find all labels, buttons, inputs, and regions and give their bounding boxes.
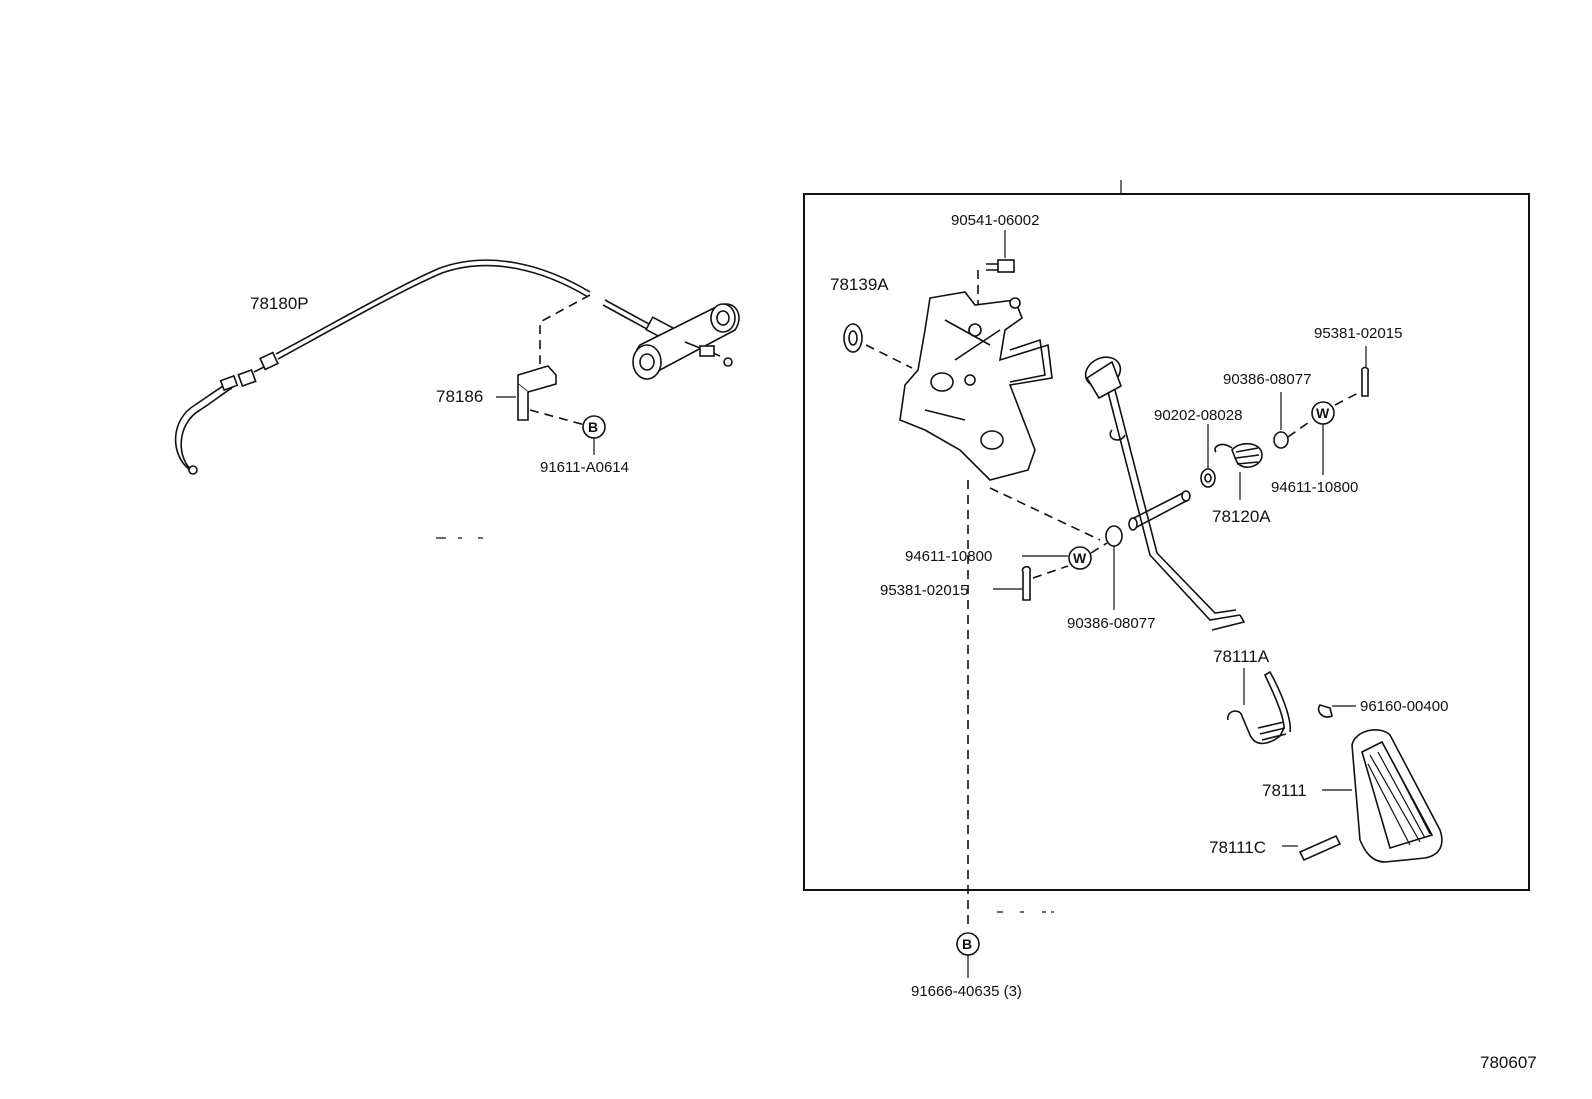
assembly-box [803,193,1530,891]
shaft-dash-line [989,487,1101,541]
cable-link-arm [632,303,740,380]
circle-b-left: B [588,419,598,435]
label-clip-left: 91611-A0614 [540,459,629,476]
right-fasteners: W [1200,346,1370,500]
stopper-cushion [843,323,913,369]
label-cushion: 78139A [830,275,889,294]
label-washer-left: 94611-10800 [905,548,992,565]
pivot-shaft [1128,490,1191,531]
label-bolt-bottom: 91666-40635 (3) [911,983,1022,1000]
label-bolt-top: 90541-06002 [951,212,1039,229]
accelerator-cable [174,259,675,475]
cable-bracket: B [496,294,606,455]
label-cable: 78180P [250,294,309,313]
label-bracket: 78186 [436,387,483,406]
pedal-return-spring [1227,668,1291,745]
label-pedal-pin: 78111C [1209,838,1266,857]
label-spring-pedal: 78111A [1213,647,1270,666]
pedal-arm [1084,356,1246,631]
label-nut-right: 90386-08077 [1223,371,1311,388]
label-clip-pedal: 96160-00400 [1360,698,1448,715]
label-pin-right: 95381-02015 [1314,325,1402,342]
label-nut-left: 90386-08077 [1067,615,1155,632]
circle-w-right: W [1316,405,1330,421]
top-bolt: 90541-06002 [951,212,1039,320]
circle-b-bottom: B [962,936,972,952]
pedal-clip [1317,704,1356,718]
label-spring: 78120A [1212,507,1271,526]
bottom-bolt-callout: B [956,932,980,978]
pedal-support-bracket [899,291,1053,481]
label-pin-left: 95381-02015 [880,582,968,599]
label-washer-small: 90202-08028 [1154,407,1242,424]
left-fasteners: W [993,525,1123,610]
label-washer-right: 94611-10800 [1271,479,1358,496]
circle-w-left: W [1073,550,1087,566]
label-pedal: 78111 [1262,781,1307,800]
accelerator-pedal-pad [1351,729,1443,863]
figure-id: 780607 [1480,1053,1537,1072]
pedal-pin [1282,834,1342,862]
scan-marks [436,537,1054,913]
